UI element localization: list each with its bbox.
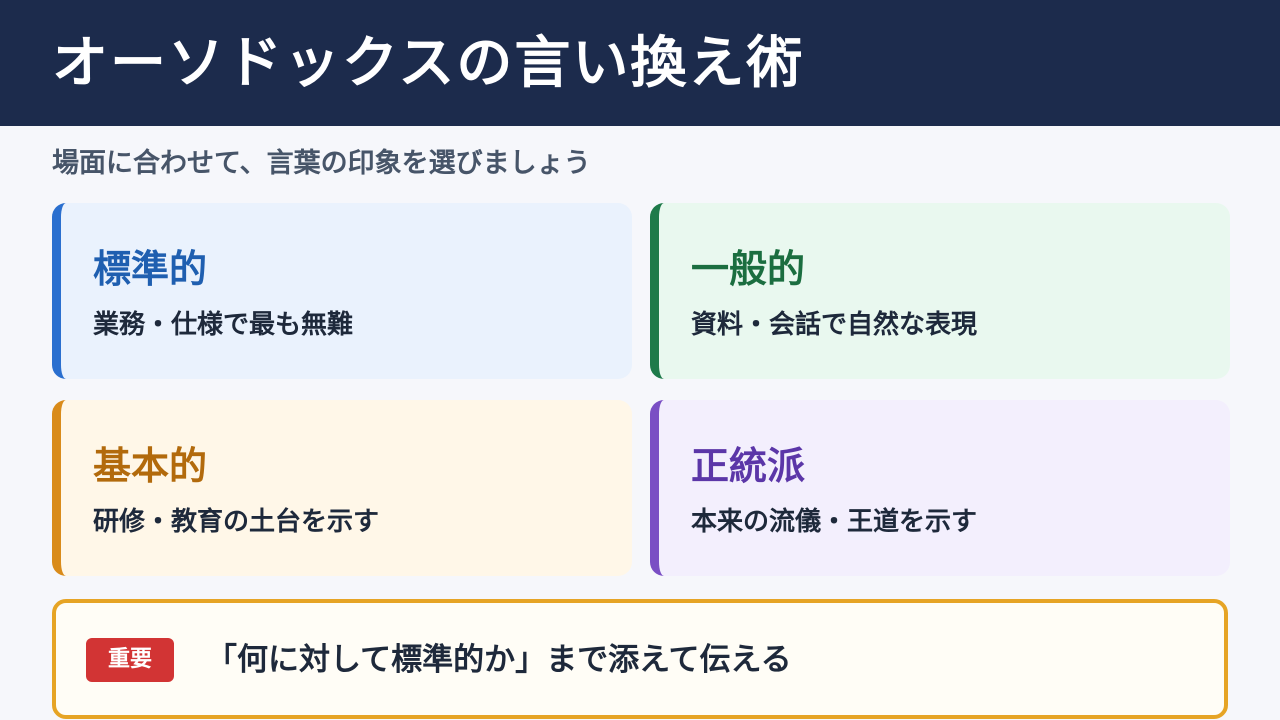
card-basic: 基本的 研修・教育の土台を示す xyxy=(52,400,632,576)
important-note: 重要 「何に対して標準的か」まで添えて伝える xyxy=(52,599,1228,719)
card-general: 一般的 資料・会話で自然な表現 xyxy=(650,203,1230,379)
card-orthodox: 正統派 本来の流儀・王道を示す xyxy=(650,400,1230,576)
card-heading: 標準的 xyxy=(93,247,208,291)
page-subtitle: 場面に合わせて、言葉の印象を選びましょう xyxy=(52,148,591,179)
card-heading: 正統派 xyxy=(691,444,806,488)
important-badge: 重要 xyxy=(86,638,174,682)
card-standard: 標準的 業務・仕様で最も無難 xyxy=(52,203,632,379)
card-description: 資料・会話で自然な表現 xyxy=(691,310,978,340)
card-heading: 一般的 xyxy=(691,247,806,291)
page-title: オーソドックスの言い換え術 xyxy=(52,31,805,96)
card-description: 研修・教育の土台を示す xyxy=(93,507,380,537)
card-description: 業務・仕様で最も無難 xyxy=(93,310,354,340)
card-heading: 基本的 xyxy=(93,444,208,488)
card-description: 本来の流儀・王道を示す xyxy=(691,507,978,537)
title-bar: オーソドックスの言い換え術 xyxy=(0,0,1280,126)
note-text: 「何に対して標準的か」まで添えて伝える xyxy=(206,642,792,678)
